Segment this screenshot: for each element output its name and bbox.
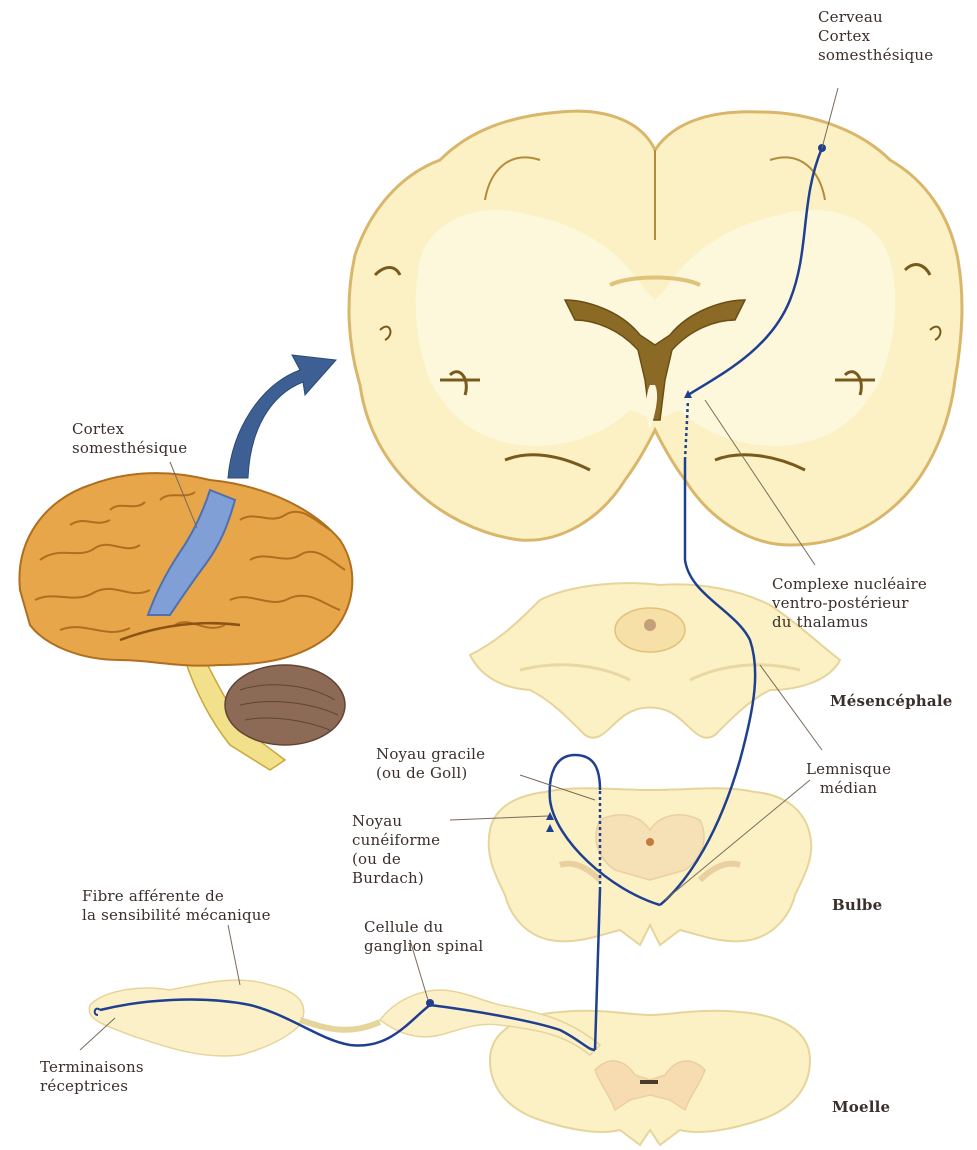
label-complexe-vpl: Complexe nucléaire ventro-postérieur du … [772,575,927,632]
label-noyau-gracile: Noyau gracile (ou de Goll) [376,745,485,783]
label-lemnisque-median: Lemnisque médian [806,760,891,798]
coronal-brain-section [349,111,962,545]
lateral-brain [19,462,352,770]
label-cortex-somesthesique-left: Cortex somesthésique [72,420,187,458]
leader-terminaisons [80,1018,115,1050]
label-cellule-ganglion: Cellule du ganglion spinal [364,918,483,956]
label-moelle: Moelle [832,1098,890,1117]
label-mesencephale: Mésencéphale [830,692,952,711]
central-canal-spinal [640,1080,658,1084]
spinal-nerve [300,1020,380,1030]
medulla-section [489,788,812,945]
ganglion-cell-icon [426,999,434,1007]
label-noyau-cuneiforme: Noyau cunéiforme (ou de Burdach) [352,812,440,888]
label-cerveau: Cerveau [818,8,883,27]
curved-arrow-icon [228,355,336,478]
label-bulbe: Bulbe [832,896,882,915]
skin-fibre-sheath [89,980,304,1056]
label-terminaisons: Terminaisons réceptrices [40,1058,144,1096]
central-canal [646,838,654,846]
leader-fibre [228,925,240,985]
cerebral-aqueduct [644,619,656,631]
cerebellum [225,665,345,745]
label-fibre-afferente: Fibre afférente de la sensibilité mécani… [82,887,271,925]
label-cortex-somesthesique-right: Cortex somesthésique [818,27,933,65]
